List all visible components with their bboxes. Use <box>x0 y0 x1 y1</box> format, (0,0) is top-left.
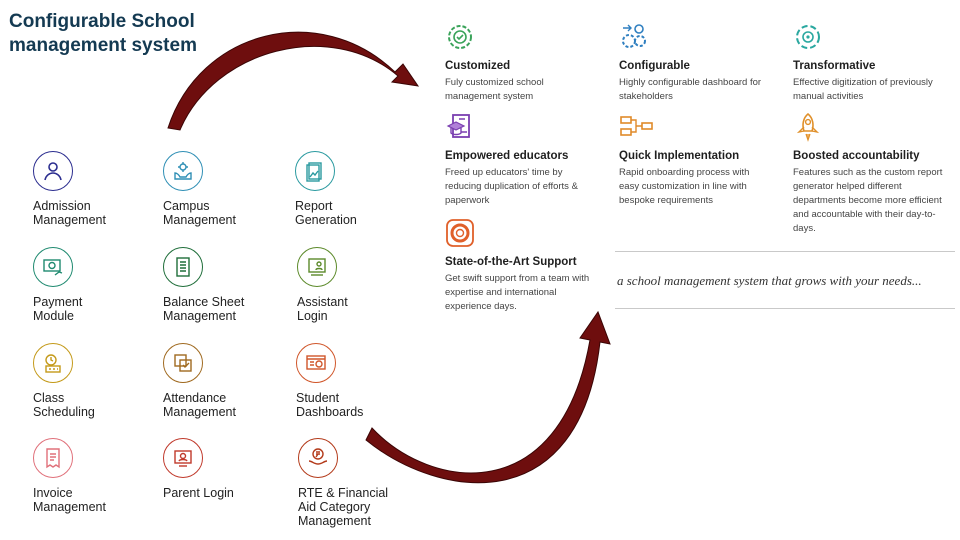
tagline-top-divider <box>615 251 955 252</box>
feature-title: Customized <box>445 60 511 72</box>
payment-icon <box>33 247 73 287</box>
feature-customized: Customized Fuly customized school manage… <box>445 22 605 104</box>
dashboard-icon <box>296 343 336 383</box>
module-label: Student Dashboards <box>296 391 364 419</box>
lifebuoy-icon <box>446 219 474 247</box>
configurable-icon <box>622 24 646 48</box>
feature-desc: Rapid onboarding process with easy custo… <box>619 167 750 206</box>
module-label: Campus Management <box>163 199 236 227</box>
module-label: Class Scheduling <box>33 391 95 419</box>
feature-title: Empowered educators <box>445 150 569 162</box>
module-label: Admission Management <box>33 199 106 227</box>
feature-empowered-educators: Empowered educators Freed up educators' … <box>445 112 605 208</box>
feature-title: Quick Implementation <box>619 150 740 162</box>
transformative-icon <box>796 25 820 49</box>
feature-state-of-the-art-support: State-of-the-Art Support Get swift suppo… <box>445 218 605 314</box>
feature-desc: Highly configurable dashboard for stakeh… <box>619 77 762 102</box>
feature-title: State-of-the-Art Support <box>445 256 577 268</box>
module-label: Attendance Management <box>163 391 236 419</box>
rocket-icon <box>796 112 820 142</box>
parent-login-icon <box>163 438 203 478</box>
feature-desc: Get swift support from a team with exper… <box>445 273 590 312</box>
assistant-login-icon <box>297 247 337 287</box>
financial-aid-icon <box>298 438 338 478</box>
tagline-bottom-divider <box>615 308 955 309</box>
campus-gear-icon <box>163 151 203 191</box>
module-label: RTE & Financial Aid Category Management <box>298 486 389 528</box>
feature-desc: Features such as the custom report gener… <box>793 167 943 234</box>
implementation-icon <box>620 116 653 136</box>
tagline: a school management system that grows wi… <box>617 273 922 288</box>
feature-quick-implementation: Quick Implementation Rapid onboarding pr… <box>619 112 779 208</box>
feature-title: Boosted accountability <box>793 150 920 162</box>
customized-icon <box>448 25 472 49</box>
educators-icon <box>446 114 470 138</box>
report-icon <box>295 151 335 191</box>
attendance-icon <box>163 343 203 383</box>
feature-desc: Effective digitization of previously man… <box>793 77 933 102</box>
bottom-curved-arrow <box>365 310 611 484</box>
page-title: Configurable School management system <box>9 11 197 56</box>
invoice-icon <box>33 438 73 478</box>
balance-sheet-icon <box>163 247 203 287</box>
module-label: Assistant Login <box>297 295 348 323</box>
module-label: Invoice Management <box>33 486 106 514</box>
top-curved-arrow <box>167 31 420 131</box>
module-label: Report Generation <box>295 199 357 227</box>
feature-title: Configurable <box>619 60 690 72</box>
feature-configurable: Configurable Highly configurable dashboa… <box>619 22 779 104</box>
feature-boosted-accountability: Boosted accountability Features such as … <box>793 112 953 236</box>
person-icon <box>33 151 73 191</box>
module-label: Parent Login <box>163 486 234 500</box>
scheduling-icon <box>33 343 73 383</box>
feature-title: Transformative <box>793 60 876 72</box>
feature-desc: Freed up educators' time by reducing dup… <box>445 167 578 206</box>
module-label: Payment Module <box>33 295 83 323</box>
feature-desc: Fuly customized school management system <box>445 77 544 102</box>
feature-transformative: Transformative Effective digitization of… <box>793 22 953 104</box>
module-label: Balance Sheet Management <box>163 295 245 323</box>
